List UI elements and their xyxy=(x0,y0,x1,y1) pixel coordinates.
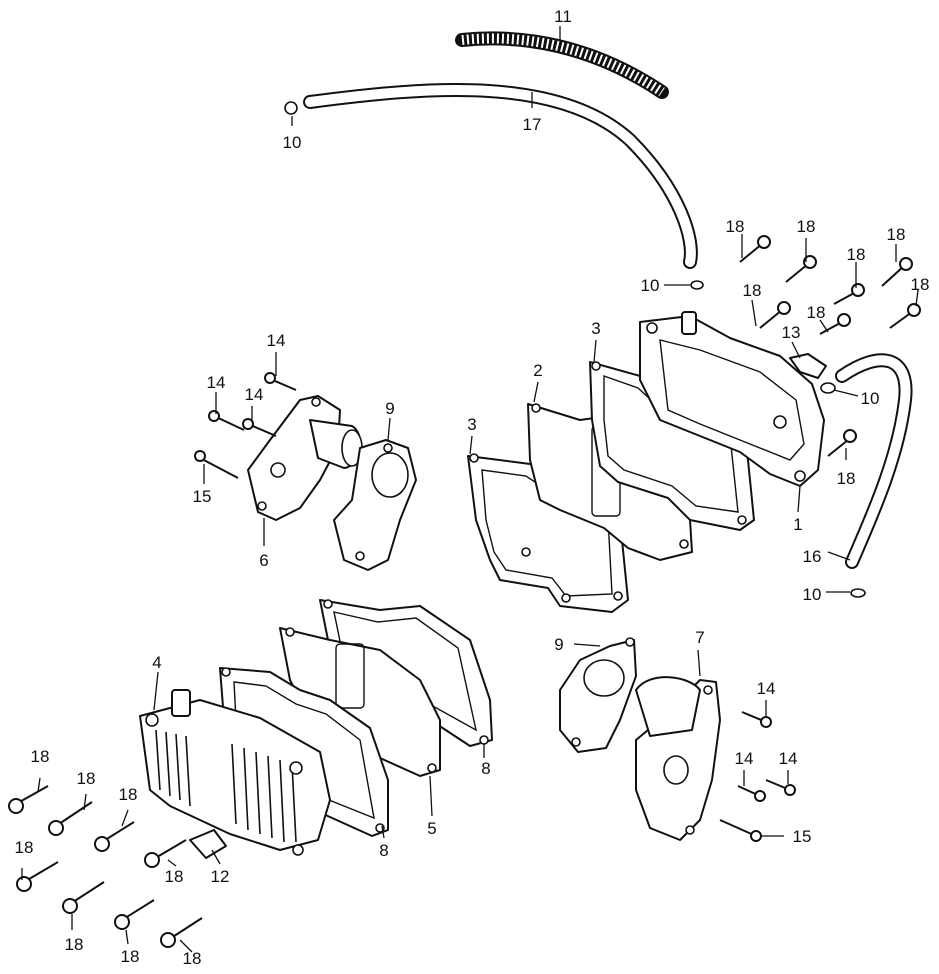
callout-5: 5 xyxy=(427,819,436,838)
callout-18: 18 xyxy=(165,867,184,886)
callout-14: 14 xyxy=(735,749,754,768)
callout-18: 18 xyxy=(15,838,34,857)
callout-9: 9 xyxy=(554,635,563,654)
corrugated-hose-part-11 xyxy=(455,31,669,99)
callout-15: 15 xyxy=(193,487,212,506)
water-cover-part-6 xyxy=(247,395,363,521)
hose-clip-icon xyxy=(284,101,866,598)
callout-18: 18 xyxy=(77,769,96,788)
callout-13: 13 xyxy=(782,323,801,342)
callout-3: 3 xyxy=(467,415,476,434)
gasket-part-9-upper xyxy=(333,439,417,571)
leader-lines xyxy=(21,26,919,953)
callout-18: 18 xyxy=(121,947,140,966)
callout-14: 14 xyxy=(757,679,776,698)
callout-18: 18 xyxy=(65,935,84,954)
cylinder-cover-part-1 xyxy=(639,311,825,487)
callout-11: 11 xyxy=(554,7,572,26)
callout-18: 18 xyxy=(887,225,906,244)
callout-10: 10 xyxy=(641,276,660,295)
cylinder-head-cover-part-4 xyxy=(139,689,331,856)
callout-18: 18 xyxy=(743,281,762,300)
callout-4: 4 xyxy=(152,653,161,672)
callout-10: 10 xyxy=(283,133,302,152)
clamp-part-12 xyxy=(189,829,227,859)
water-cover-part-7 xyxy=(635,676,721,841)
callout-10: 10 xyxy=(861,389,880,408)
hose-part-17 xyxy=(303,83,698,269)
callout-17: 17 xyxy=(523,115,542,134)
clamp-part-13 xyxy=(789,353,827,379)
callout-3: 3 xyxy=(591,319,600,338)
callout-12: 12 xyxy=(211,867,230,886)
callout-1: 1 xyxy=(793,515,802,534)
callout-18: 18 xyxy=(726,217,745,236)
callout-18: 18 xyxy=(797,217,816,236)
callout-14: 14 xyxy=(267,331,286,350)
callout-labels: 11 17 10 10 18 18 18 18 18 18 18 13 10 1… xyxy=(15,7,930,968)
callout-14: 14 xyxy=(207,373,226,392)
callout-7: 7 xyxy=(695,628,704,647)
callout-14: 14 xyxy=(245,385,264,404)
callout-18: 18 xyxy=(911,275,930,294)
callout-18: 18 xyxy=(31,747,50,766)
callout-18: 18 xyxy=(119,785,138,804)
callout-14: 14 xyxy=(779,749,798,768)
callout-18: 18 xyxy=(847,245,866,264)
callout-18: 18 xyxy=(807,303,826,322)
callout-8: 8 xyxy=(379,841,388,860)
callout-2: 2 xyxy=(533,361,542,380)
callout-6: 6 xyxy=(259,551,268,570)
callout-18: 18 xyxy=(183,949,202,968)
hose-part-16 xyxy=(835,353,913,569)
callout-16: 16 xyxy=(803,547,822,566)
gasket-part-9-lower xyxy=(559,637,637,753)
callout-10: 10 xyxy=(803,585,822,604)
callout-9: 9 xyxy=(385,399,394,418)
callout-15: 15 xyxy=(793,827,812,846)
bolt-icon xyxy=(8,235,921,948)
callout-18: 18 xyxy=(837,469,856,488)
callout-8: 8 xyxy=(481,759,490,778)
